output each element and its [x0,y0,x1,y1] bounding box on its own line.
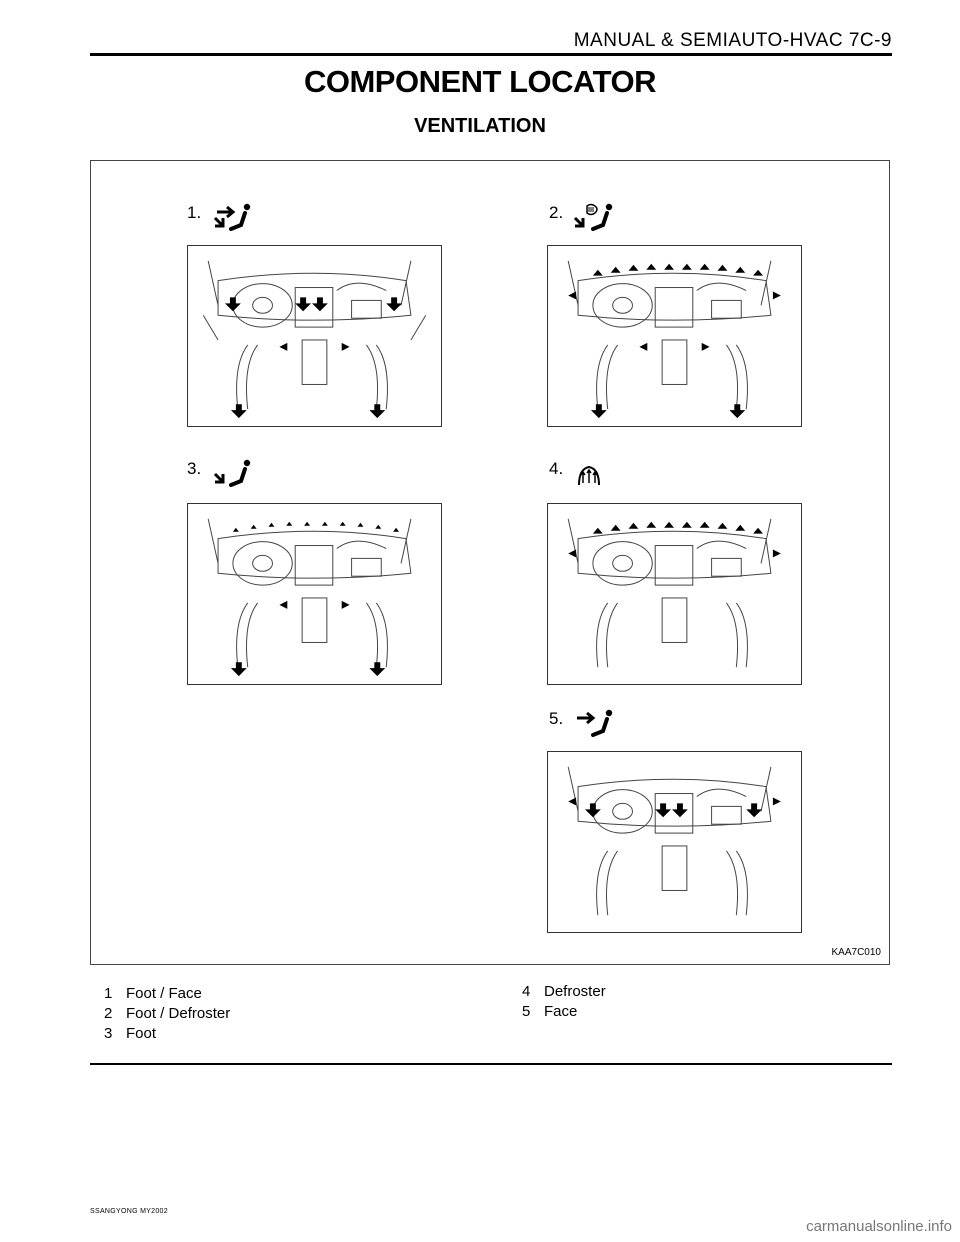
panel-1-number: 1. [187,203,202,222]
footer-rule [90,1063,892,1065]
figure-code: KAA7C010 [831,947,881,958]
watermark: carmanualsonline.info [806,1218,952,1235]
panel-3-label: 3. [187,459,255,491]
panel-4-label: 4. [549,459,617,491]
foot-mode-icon [214,459,251,487]
defroster-mode-icon [578,465,601,486]
panel-3-diagram [187,503,442,685]
panel-2-diagram [547,245,802,427]
panel-1-diagram [187,245,442,427]
panel-3-number: 3. [187,459,202,478]
foot-defroster-mode-icon [574,203,613,231]
panel-4-diagram [547,503,802,685]
foot-face-mode-icon [214,203,251,231]
page-header-title: MANUAL & SEMIAUTO-HVAC 7C-9 [573,30,892,51]
panel-1-label: 1. [187,203,255,235]
panel-5-number: 5. [549,709,564,728]
panel-4-number: 4. [549,459,564,478]
page-title: COMPONENT LOCATOR [303,64,657,99]
panel-5-label: 5. [549,709,617,741]
figure-frame: 1. [90,160,890,965]
panel-2-label: 2. [549,203,617,235]
footer-brand: SSANGYONG MY2002 [90,1208,168,1215]
panel-2-number: 2. [549,203,564,222]
header-rule [90,53,892,56]
panel-5-diagram [547,751,802,933]
face-mode-icon [577,709,613,737]
section-subtitle: VENTILATION [414,115,546,137]
